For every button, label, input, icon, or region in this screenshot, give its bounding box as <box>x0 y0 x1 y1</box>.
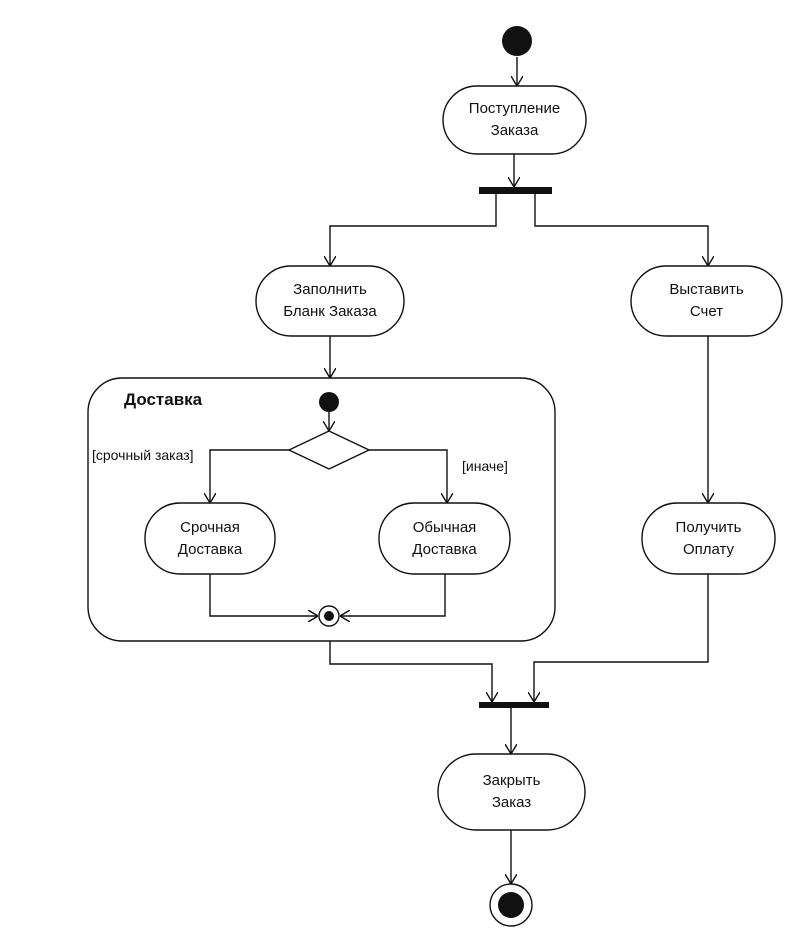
transition-delivery-to-join <box>329 641 492 702</box>
issue-invoice-shape <box>630 265 783 337</box>
transition-fork-to-fill-form <box>330 194 497 266</box>
receive-order-label-2: Заказа <box>490 122 539 139</box>
guard-urgent-order: [срочный заказ] <box>92 447 194 463</box>
receive-payment-action: Получить Оплату <box>642 503 775 574</box>
urgent-delivery-label-2: Доставка <box>177 540 243 558</box>
urgent-delivery-label-1: Срочная <box>180 518 240 536</box>
issue-invoice-label-2: Счет <box>689 303 724 320</box>
transition-urgent-to-inner-end <box>209 574 318 616</box>
close-order-action: Закрыть Заказ <box>438 754 585 830</box>
issue-invoice-label-1: Выставить <box>669 281 744 298</box>
regular-delivery-action: Обычная Доставка <box>379 503 510 574</box>
fill-order-form-action: Заполнить Бланк Заказа <box>256 266 404 336</box>
receive-order-action: Поступление Заказа <box>443 86 586 154</box>
inner-final-node-dot <box>324 611 334 621</box>
receive-order-label-1: Поступление <box>468 100 561 117</box>
close-order-label-2: Заказ <box>491 794 532 811</box>
receive-payment-label-1: Получить <box>675 518 742 536</box>
decision-diamond <box>287 430 371 470</box>
guard-otherwise: [иначе] <box>462 458 508 474</box>
final-node-ring <box>489 883 533 927</box>
urgent-delivery-action: Срочная Доставка <box>145 503 275 574</box>
regular-delivery-label-2: Доставка <box>412 540 477 558</box>
inner-final-node-ring <box>318 605 340 627</box>
transition-decision-to-urgent <box>210 449 289 503</box>
inner-initial-node <box>319 392 339 412</box>
transition-payment-to-join <box>534 574 709 702</box>
delivery-region <box>87 377 556 642</box>
transition-regular-to-inner-end <box>340 574 446 616</box>
receive-payment-label-2: Оплату <box>682 540 735 558</box>
delivery-region-title: Доставка <box>124 390 203 409</box>
initial-node <box>502 26 532 56</box>
fill-order-form-label-2: Бланк Заказа <box>283 303 377 320</box>
close-order-label-1: Закрыть <box>482 772 541 789</box>
fork-bar <box>479 187 552 194</box>
regular-delivery-label-1: Обычная <box>412 518 477 536</box>
final-node-dot <box>498 892 524 918</box>
transition-decision-to-regular <box>369 449 447 503</box>
transition-fork-to-invoice <box>534 194 708 266</box>
join-bar <box>479 702 549 708</box>
fill-order-form-label-1: Заполнить <box>293 281 367 298</box>
issue-invoice-action: Выставить Счет <box>631 266 782 336</box>
